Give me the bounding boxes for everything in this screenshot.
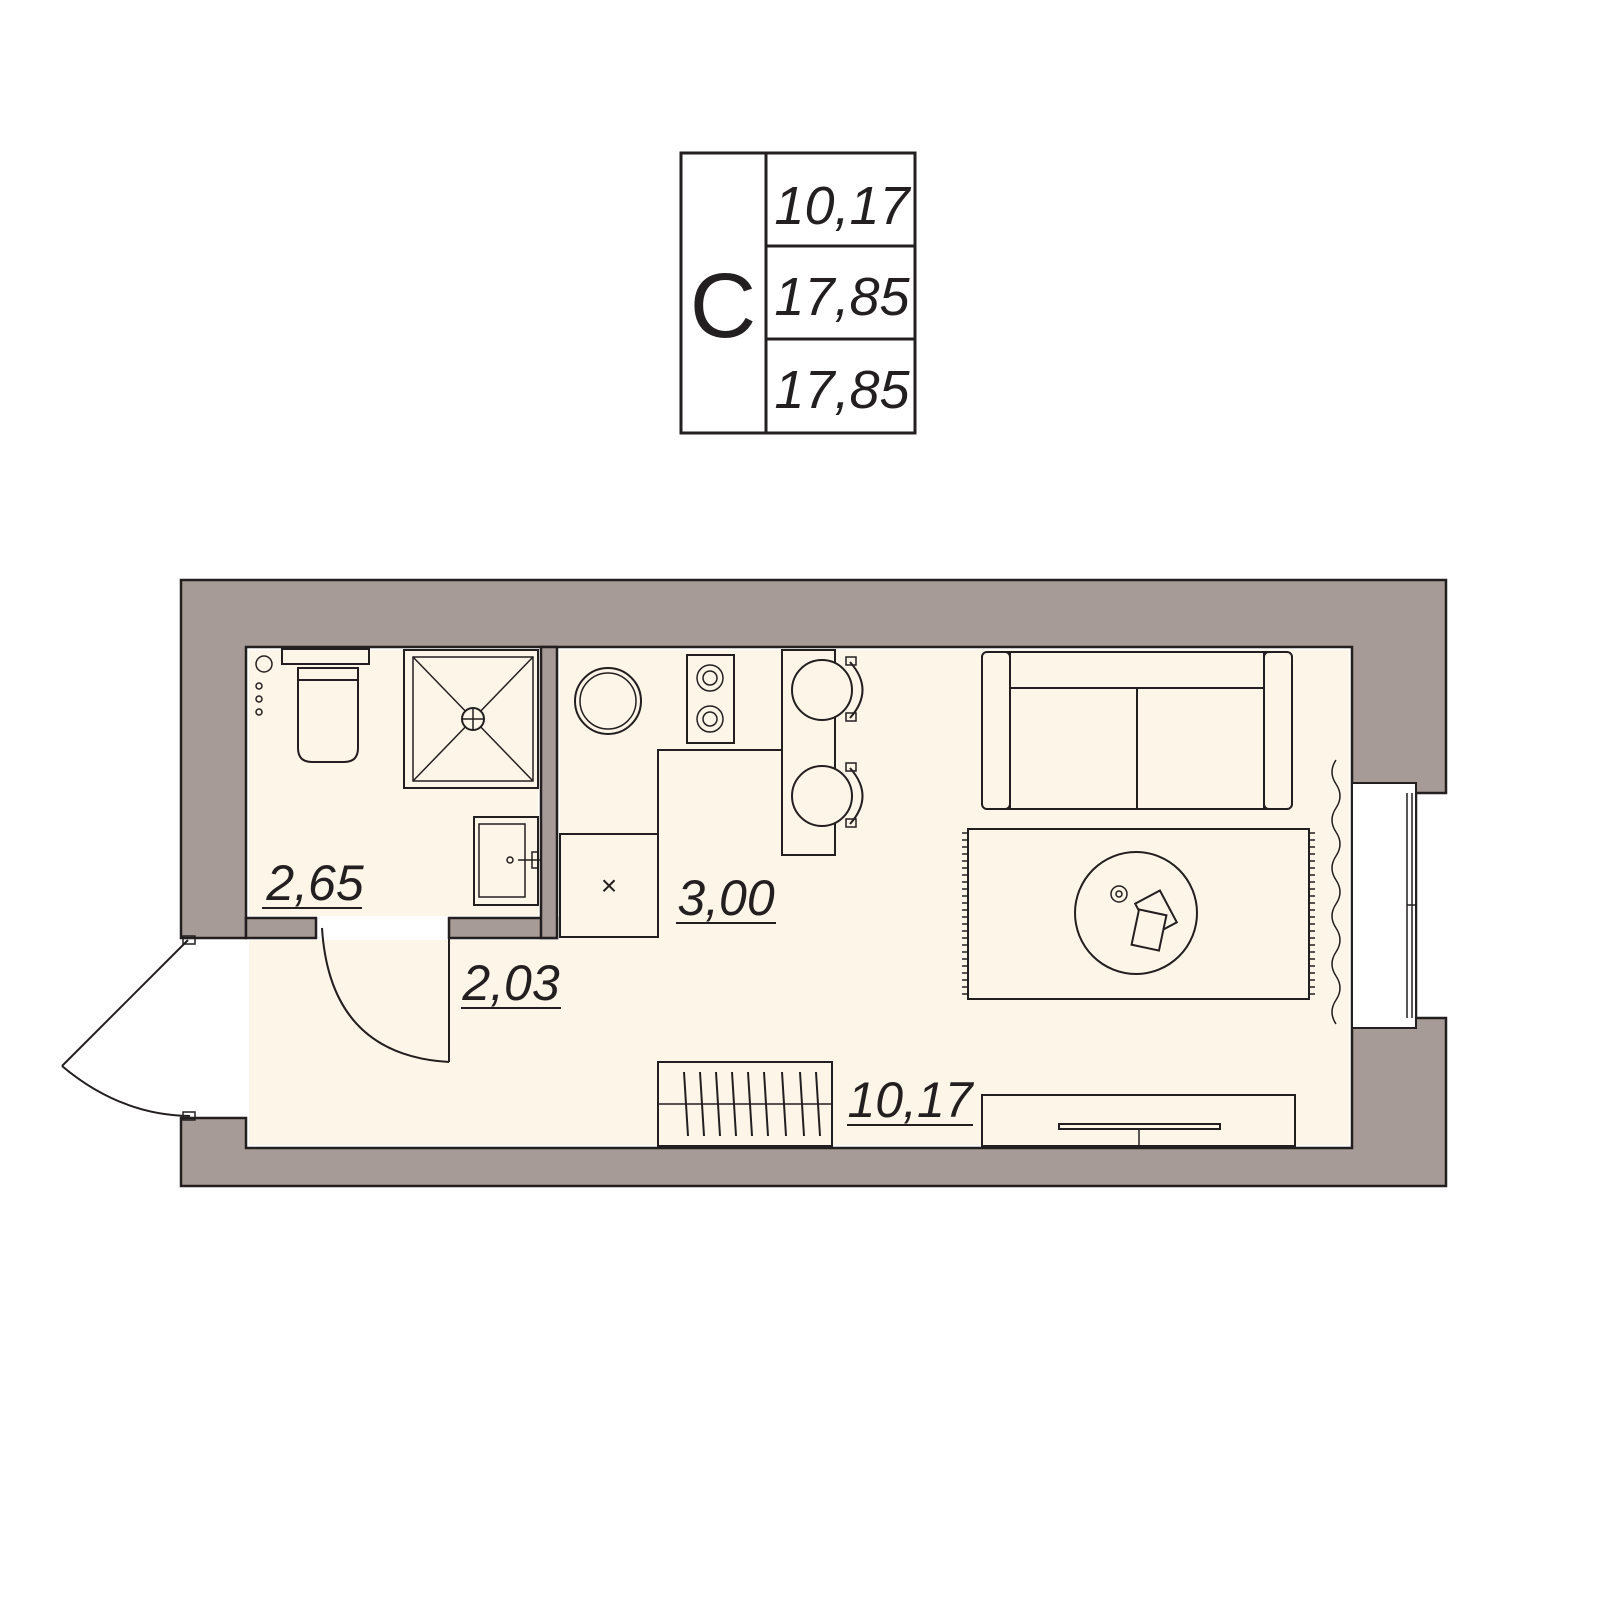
magazine-2-icon: [1130, 908, 1168, 952]
rug-fringe-left: [962, 832, 968, 995]
toilet-lid-base: [297, 667, 359, 681]
legend-frame: [679, 151, 917, 435]
legend-living-area: 10,17: [774, 176, 911, 236]
meter-dot-2: [255, 695, 263, 703]
kitchen-fixtures: ×: [559, 649, 864, 938]
shower-tray-inner: [412, 656, 534, 782]
bathroom-door-swing: [321, 927, 450, 1063]
coffee-cup-inner: [1115, 890, 1123, 898]
boiler-icon: [255, 655, 273, 673]
hallway-floor: [249, 940, 561, 1145]
area-legend: С 10,17 17,85 17,85: [679, 151, 917, 435]
hob: [686, 654, 735, 744]
entrance-door-leaf: [61, 939, 189, 1067]
curtain: [1331, 759, 1341, 1025]
sofa-backrest: [1009, 651, 1265, 689]
fridge-mark-icon: ×: [601, 870, 617, 901]
partition-bath-left: [244, 916, 318, 940]
living-room-furniture: [657, 651, 1315, 1147]
room-labels: 2,65 2,03 3,00 10,17: [262, 855, 975, 1128]
sofa-armrest-right: [1263, 651, 1293, 810]
bar-stool-1-icon: [791, 659, 853, 721]
hallway-area-label: 2,03: [461, 955, 560, 1011]
bar-stool-2-knob-top: [845, 762, 857, 772]
wardrobe-hangers: [683, 1071, 821, 1137]
hob-burner-1-icon: [696, 664, 724, 692]
meter-dot-1: [255, 682, 263, 690]
rug-fringe-right: [1309, 832, 1315, 995]
window: [1331, 759, 1417, 1029]
sofa-cushion-left: [1009, 687, 1138, 810]
kitchen-sink-inner: [579, 672, 637, 730]
bar-stool-2-icon: [791, 765, 853, 827]
apartment-type-letter: С: [690, 255, 756, 357]
hob-burner-2-inner: [702, 711, 718, 727]
bathroom-door: [321, 927, 450, 1063]
living-room-area-label: 10,17: [847, 1072, 974, 1128]
entrance-door-swing: [61, 1065, 191, 1117]
bathroom-sink-drain: [506, 856, 514, 864]
bathroom-sink-cabinet: [473, 816, 539, 906]
kitchen-sink-icon: [574, 667, 642, 735]
walls: [179, 578, 1448, 1188]
coffee-table: [1074, 851, 1198, 975]
bathroom-fixtures: [255, 648, 540, 906]
entrance-door-hinge-top: [182, 935, 196, 945]
hob-burner-1-inner: [702, 670, 718, 686]
hob-burner-2-icon: [696, 705, 724, 733]
entrance-door: [61, 935, 196, 1121]
bar-stool-1-knob-bottom: [845, 712, 857, 722]
sofa-armrest-left: [981, 651, 1011, 810]
legend-total-area: 17,85: [774, 267, 910, 327]
sofa-cushion-right: [1136, 687, 1265, 810]
kitchen-area-label: 3,00: [677, 870, 775, 926]
toilet-tank: [281, 648, 370, 665]
entrance-door-hinge-bottom: [182, 1111, 196, 1121]
fridge: [559, 833, 659, 938]
bar-stool-1-knob-top: [845, 656, 857, 666]
toilet-bowl-icon: [297, 679, 359, 763]
legend-total-area-with-balcony: 17,85: [774, 360, 910, 420]
bathroom-area-label: 2,65: [265, 855, 364, 911]
bathroom-faucet-base: [531, 851, 539, 869]
partition-bath-kitchen: [539, 645, 559, 940]
meter-dot-3: [255, 708, 263, 716]
coffee-cup-icon: [1110, 885, 1128, 903]
tv-icon: [1058, 1123, 1221, 1130]
window-frame: [1351, 782, 1417, 1029]
bar-stool-2-knob-bottom: [845, 818, 857, 828]
